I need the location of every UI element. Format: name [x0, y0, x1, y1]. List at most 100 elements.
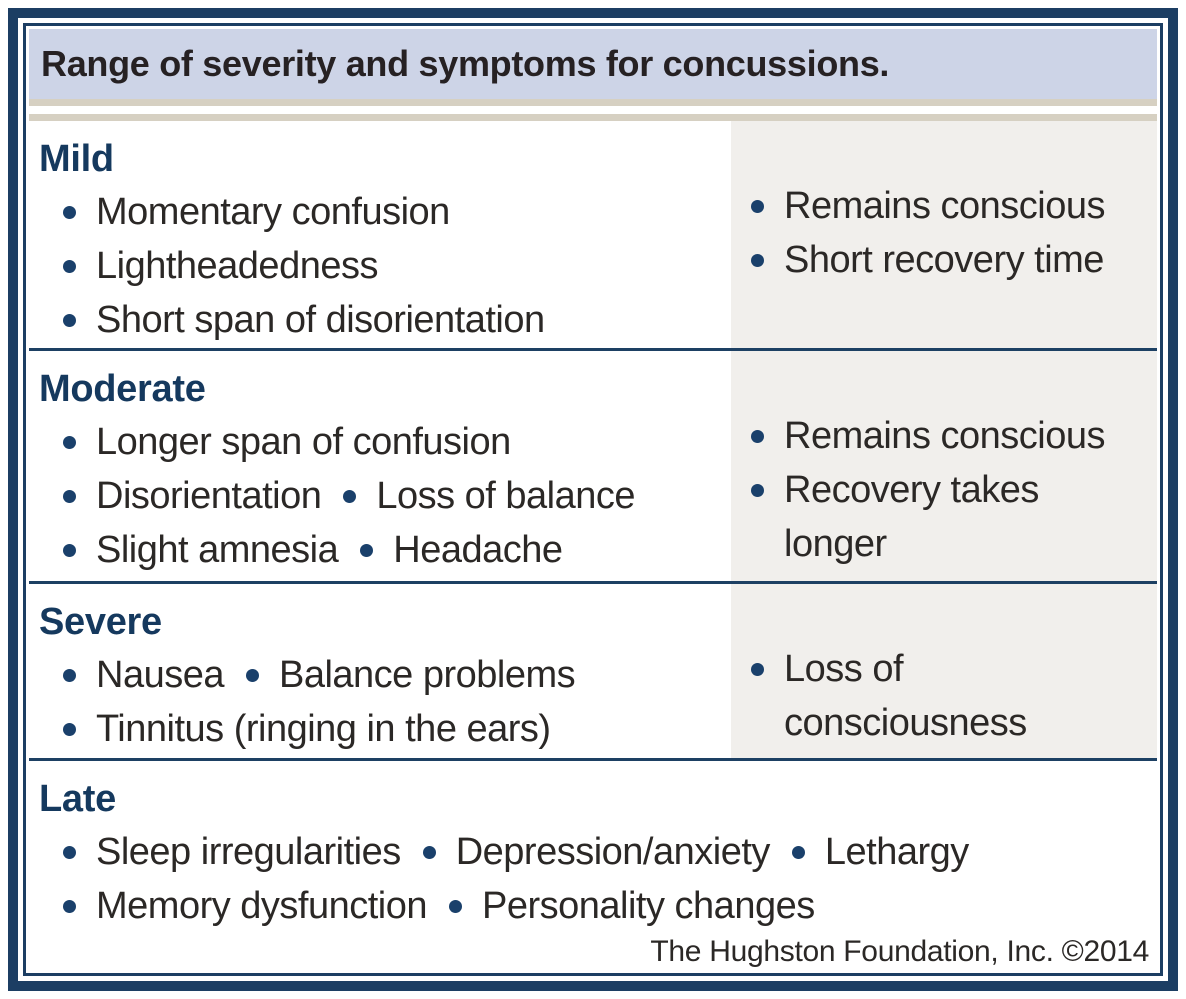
severe-symptoms-column: Severe Nausea Balance problems Tinnitus … — [29, 584, 731, 758]
mild-symptoms-column: Mild Momentary confusion Lightheadedness… — [29, 121, 731, 348]
list-item-text: Disorientation — [96, 475, 322, 517]
symptom-line: Sleep irregularities Depression/anxiety … — [39, 825, 1157, 879]
bullet-icon — [360, 544, 374, 557]
list-item-text: Recovery takes longer — [784, 469, 1039, 565]
list-item-text: Balance problems — [278, 654, 576, 696]
list-item: Tinnitus (ringing in the ears) — [57, 702, 551, 756]
inner-frame: Range of severity and symptoms for concu… — [23, 23, 1163, 976]
rule-gap — [29, 106, 1157, 114]
bullet-icon — [791, 846, 805, 859]
bullet-icon — [63, 314, 76, 327]
list-item-text: Depression/anxiety — [455, 831, 771, 873]
symptom-line: Longer span of confusion — [39, 415, 731, 469]
outcome-line: Remains conscious — [745, 409, 1157, 463]
list-item: Remains conscious — [745, 179, 1105, 233]
bullet-icon — [751, 200, 764, 213]
symptom-line: Short span of disorientation — [39, 293, 731, 347]
list-item-text: Short span of disorientation — [96, 299, 545, 341]
moderate-symptoms-column: Moderate Longer span of confusion Disori… — [29, 351, 731, 581]
list-item: Momentary confusion — [57, 185, 450, 239]
section-row-late: Late Sleep irregularities Depression/anx… — [29, 761, 1157, 973]
list-item: Remains conscious — [745, 409, 1105, 463]
list-item-text: Remains conscious — [784, 185, 1105, 227]
list-item: Depression/anxiety — [417, 825, 770, 879]
symptom-line: Disorientation Loss of balance — [39, 469, 731, 523]
bullet-icon — [63, 544, 76, 557]
severity-rows: Mild Momentary confusion Lightheadedness… — [29, 121, 1157, 970]
symptom-line: Tinnitus (ringing in the ears) — [39, 702, 731, 756]
beige-rule-bottom — [29, 114, 1157, 121]
moderate-outcome-column: Remains conscious Recovery takes longer — [731, 351, 1157, 581]
late-symptoms-column: Late Sleep irregularities Depression/anx… — [29, 761, 1157, 933]
list-item-text: Short recovery time — [784, 239, 1104, 281]
symptom-line: Memory dysfunction Personality changes — [39, 879, 1157, 933]
symptom-line: Nausea Balance problems — [39, 648, 731, 702]
list-item: Memory dysfunction — [57, 879, 428, 933]
list-item: Lethargy — [786, 825, 969, 879]
section-row-severe: Severe Nausea Balance problems Tinnitus … — [29, 584, 1157, 758]
outcome-line: Short recovery time — [745, 233, 1157, 287]
bullet-icon — [63, 900, 76, 913]
list-item: Longer span of confusion — [57, 415, 511, 469]
list-item: Disorientation — [57, 469, 322, 523]
bullet-icon — [63, 490, 76, 503]
list-item: Recovery takes longer — [745, 463, 1119, 571]
list-item: Personality changes — [443, 879, 815, 933]
bullet-icon — [63, 669, 76, 682]
bullet-icon — [449, 900, 463, 913]
list-item: Nausea — [57, 648, 224, 702]
list-item-text: Sleep irregularities — [96, 831, 401, 873]
list-item: Short span of disorientation — [57, 293, 545, 347]
outcome-line: Loss of consciousness — [745, 642, 1157, 750]
bullet-icon — [63, 260, 76, 273]
section-row-mild: Mild Momentary confusion Lightheadedness… — [29, 121, 1157, 348]
outer-frame: Range of severity and symptoms for concu… — [8, 8, 1178, 991]
bullet-icon — [751, 430, 764, 443]
list-item-text: Headache — [393, 529, 563, 571]
bullet-icon — [751, 663, 764, 676]
list-item: Loss of consciousness — [745, 642, 1119, 750]
list-item-text: Slight amnesia — [96, 529, 339, 571]
list-item-text: Loss of balance — [376, 475, 636, 517]
row-divider — [29, 758, 1157, 761]
row-divider — [29, 581, 1157, 584]
list-item-text: Tinnitus (ringing in the ears) — [96, 708, 551, 750]
outcome-line: Recovery takes longer — [745, 463, 1157, 571]
list-item: Slight amnesia — [57, 523, 339, 577]
bullet-icon — [751, 254, 764, 267]
bullet-icon — [63, 846, 76, 859]
list-item: Loss of balance — [337, 469, 636, 523]
symptom-line: Lightheadedness — [39, 239, 731, 293]
list-item-text: Longer span of confusion — [96, 421, 511, 463]
list-item: Short recovery time — [745, 233, 1104, 287]
list-item: Lightheadedness — [57, 239, 378, 293]
copyright-credit: The Hughston Foundation, Inc. ©2014 — [650, 935, 1149, 968]
row-divider — [29, 348, 1157, 351]
list-item-text: Loss of consciousness — [784, 648, 1027, 744]
outcome-line: Remains conscious — [745, 179, 1157, 233]
bullet-icon — [751, 484, 764, 497]
section-heading-moderate: Moderate — [39, 368, 206, 410]
bullet-icon — [63, 206, 76, 219]
list-item-text: Personality changes — [482, 885, 815, 927]
list-item-text: Lightheadedness — [96, 245, 378, 287]
section-heading-severe: Severe — [39, 601, 162, 643]
bullet-icon — [343, 490, 357, 503]
bullet-icon — [63, 723, 76, 736]
severe-outcome-column: Loss of consciousness — [731, 584, 1157, 758]
table-header: Range of severity and symptoms for concu… — [29, 29, 1157, 99]
bullet-icon — [63, 436, 76, 449]
list-item-text: Memory dysfunction — [96, 885, 428, 927]
section-heading-late: Late — [39, 778, 116, 820]
list-item-text: Momentary confusion — [96, 191, 450, 233]
mild-outcome-column: Remains conscious Short recovery time — [731, 121, 1157, 348]
list-item-text: Remains conscious — [784, 415, 1105, 457]
section-heading-mild: Mild — [39, 138, 114, 180]
list-item: Balance problems — [240, 648, 576, 702]
list-item: Sleep irregularities — [57, 825, 401, 879]
bullet-icon — [245, 669, 259, 682]
list-item-text: Nausea — [96, 654, 224, 696]
section-row-moderate: Moderate Longer span of confusion Disori… — [29, 351, 1157, 581]
bullet-icon — [422, 846, 436, 859]
beige-rule-top — [29, 99, 1157, 106]
